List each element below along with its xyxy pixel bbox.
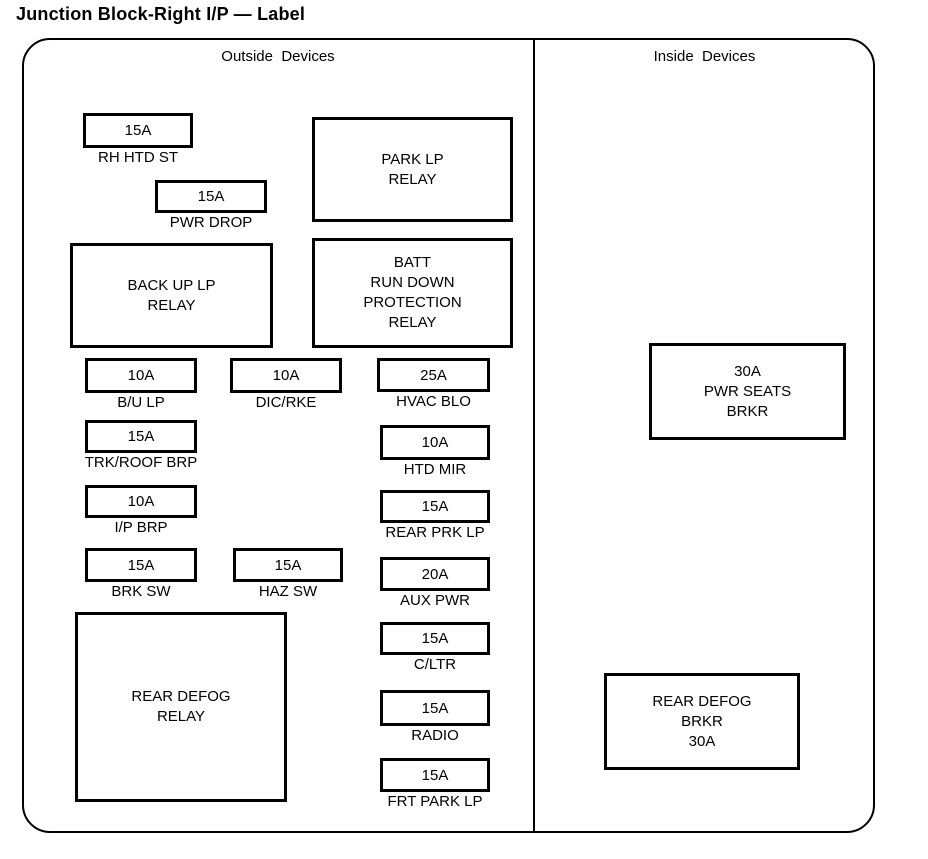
fuse-haz-sw: 15A HAZ SW xyxy=(233,548,343,600)
fuse-label: I/P BRP xyxy=(114,519,168,536)
relay-back-up-lp: BACK UP LP RELAY xyxy=(70,243,273,348)
fuse-cltr: 15A C/LTR xyxy=(380,622,490,673)
fuse-amp: 15A xyxy=(421,766,449,784)
fuse-brk-sw: 15A BRK SW xyxy=(85,548,197,600)
fuse-amp: 10A xyxy=(127,493,155,510)
fuse-rear-prk-lp: 15A REAR PRK LP xyxy=(380,490,490,541)
fuse-amp: 10A xyxy=(127,367,155,384)
relay-rear-defog: REAR DEFOG RELAY xyxy=(75,612,287,802)
fuse-label: PWR DROP xyxy=(169,214,253,231)
fuse-label: BRK SW xyxy=(111,583,171,600)
fuse-label: HAZ SW xyxy=(258,583,318,600)
fuse-amp: 15A xyxy=(124,122,152,139)
relay-batt-run-down-protection: BATT RUN DOWN PROTECTION RELAY xyxy=(312,238,513,348)
fuse-label: C/LTR xyxy=(413,656,457,673)
fuse-aux-pwr: 20A AUX PWR xyxy=(380,557,490,609)
fuse-amp: 15A xyxy=(197,188,225,205)
fuse-trk-roof-brp: 15A TRK/ROOF BRP xyxy=(85,420,197,471)
fuse-amp: 15A xyxy=(127,556,155,574)
breaker-pwr-seats: 30A PWR SEATS BRKR xyxy=(649,343,846,440)
fuse-label: RH HTD ST xyxy=(98,149,178,166)
fuse-frt-park-lp: 15A FRT PARK LP xyxy=(380,758,490,810)
fuse-label: TRK/ROOF BRP xyxy=(84,454,198,471)
fuse-label: B/U LP xyxy=(117,394,165,411)
fuse-dic-rke: 10A DIC/RKE xyxy=(230,358,342,411)
fuse-label: HVAC BLO xyxy=(396,393,471,410)
fuse-amp: 15A xyxy=(421,630,449,647)
fuse-label: RADIO xyxy=(411,727,459,744)
fuse-amp: 15A xyxy=(274,556,302,574)
relay-park-lp: PARK LP RELAY xyxy=(312,117,513,222)
fuse-pwr-drop: 15A PWR DROP xyxy=(155,180,267,231)
fuse-amp: 10A xyxy=(421,434,449,451)
section-divider xyxy=(533,38,535,833)
page-title: Junction Block-Right I/P — Label xyxy=(16,4,306,24)
fuse-amp: 15A xyxy=(421,498,449,515)
outside-devices-header: Outside Devices xyxy=(221,48,335,65)
fuse-amp: 20A xyxy=(421,565,449,583)
fuse-amp: 15A xyxy=(127,428,155,445)
fuse-amp: 15A xyxy=(421,699,449,717)
fuse-label: DIC/RKE xyxy=(255,394,317,411)
fuse-rh-htd-st: 15A RH HTD ST xyxy=(83,113,193,166)
fuse-hvac-blo: 25A HVAC BLO xyxy=(377,358,490,410)
fuse-label: REAR PRK LP xyxy=(385,524,485,541)
fuse-label: HTD MIR xyxy=(403,461,467,478)
fuse-ip-brp: 10A I/P BRP xyxy=(85,485,197,536)
fuse-amp: 25A xyxy=(420,366,447,384)
fuse-bu-lp: 10A B/U LP xyxy=(85,358,197,411)
inside-devices-header: Inside Devices xyxy=(653,48,756,65)
fuse-label: AUX PWR xyxy=(399,592,471,609)
fuse-htd-mir: 10A HTD MIR xyxy=(380,425,490,478)
breaker-rear-defog: REAR DEFOG BRKR 30A xyxy=(604,673,800,770)
fuse-label: FRT PARK LP xyxy=(387,793,483,810)
fuse-radio: 15A RADIO xyxy=(380,690,490,744)
fuse-amp: 10A xyxy=(272,367,300,384)
